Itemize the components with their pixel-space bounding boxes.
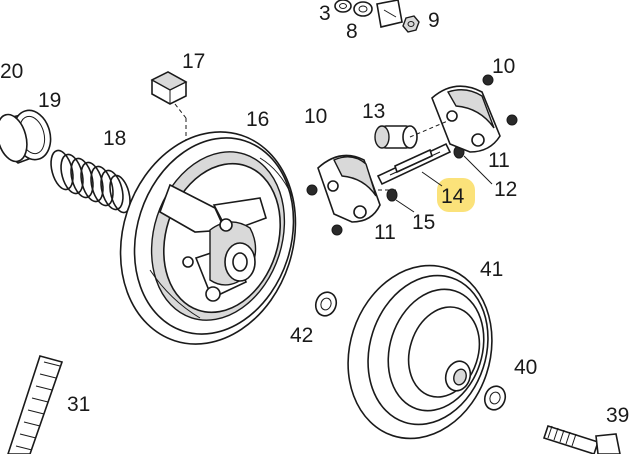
callout-20: 20 — [0, 60, 23, 83]
part-15-washer — [386, 188, 398, 202]
leader-15 — [395, 199, 415, 213]
callout-12: 12 — [494, 178, 517, 201]
leader-12 — [463, 155, 493, 185]
part-14-shaft — [376, 142, 452, 191]
callout-16: 16 — [246, 108, 269, 131]
callout-10-right: 10 — [492, 55, 515, 78]
callout-11-left: 11 — [374, 221, 396, 244]
callout-17: 17 — [182, 50, 205, 73]
callout-9: 9 — [428, 9, 440, 32]
callout-14-highlight — [437, 178, 475, 212]
callout-3: 3 — [319, 2, 331, 25]
part-9-nut — [402, 15, 420, 33]
callout-40: 40 — [514, 356, 537, 379]
part-19-sleeve — [0, 109, 52, 164]
callout-15: 15 — [412, 211, 435, 234]
callout-11-right: 11 — [488, 149, 510, 172]
fork-bracket-right — [409, 74, 518, 153]
callout-19: 19 — [38, 89, 61, 112]
callout-18: 18 — [103, 127, 126, 150]
part-40-washer — [483, 385, 507, 411]
callout-13: 13 — [362, 100, 385, 123]
callout-10-left: 10 — [304, 105, 327, 128]
part-42-washer — [314, 291, 338, 317]
part-16-drum-wheel — [119, 131, 297, 345]
part-8-washer — [353, 1, 373, 17]
callout-31: 31 — [67, 393, 90, 416]
callout-41: 41 — [480, 258, 503, 281]
part-3-washer — [334, 0, 352, 13]
callout-8: 8 — [346, 20, 358, 43]
callout-39: 39 — [606, 404, 629, 427]
part-39-bolt — [542, 424, 621, 454]
callout-14: 14 — [441, 185, 465, 208]
part-31-toothed-belt — [7, 355, 64, 454]
leader-14 — [421, 171, 443, 187]
part-8-bracket — [376, 0, 403, 28]
callout-42: 42 — [290, 324, 313, 347]
fork-bracket-left — [306, 154, 381, 236]
part-41-pulley — [347, 264, 493, 440]
part-18-spring — [50, 149, 131, 214]
